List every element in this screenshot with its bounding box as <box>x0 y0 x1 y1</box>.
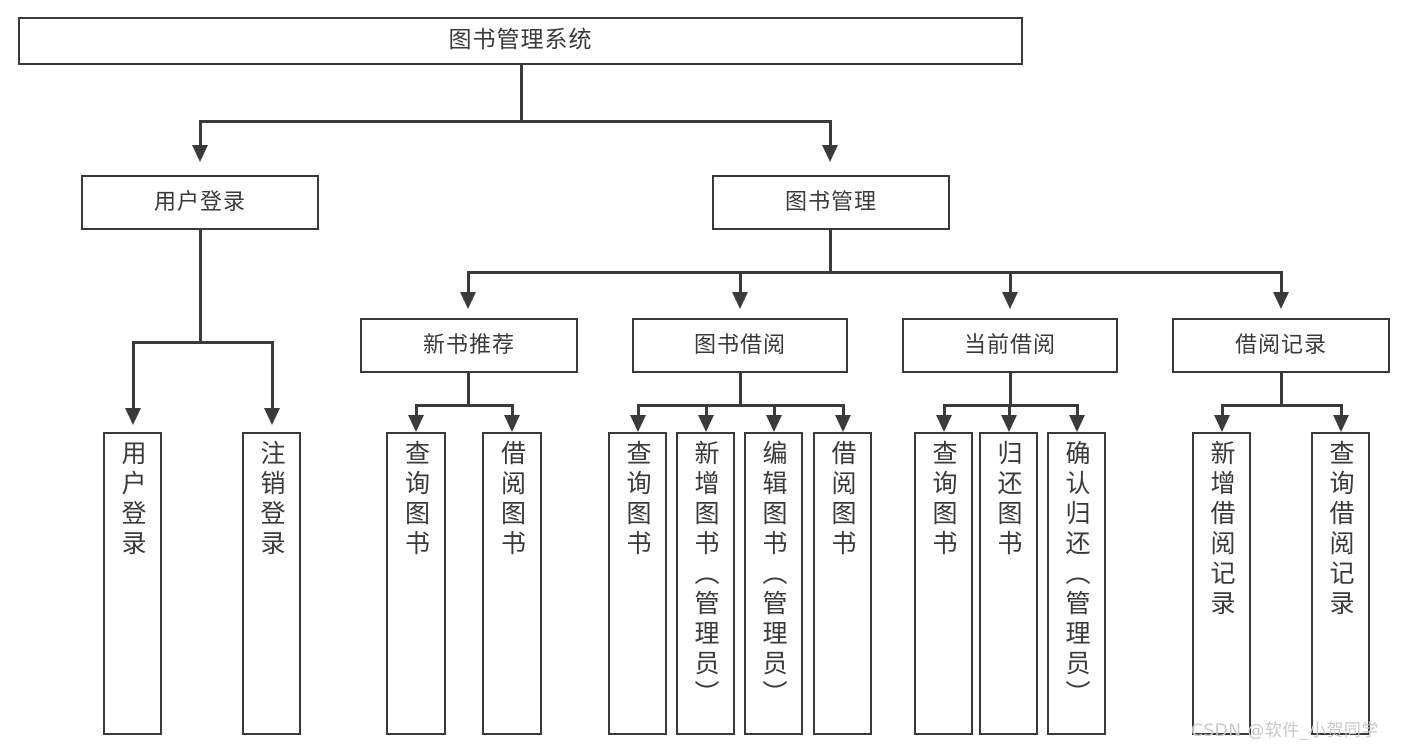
arrow-cb-leaf2 <box>1001 415 1017 432</box>
arrow-br-leaf2 <box>1333 415 1349 432</box>
arrow-bb-leaf4 <box>835 415 851 432</box>
connector-root-to-book-management <box>829 120 832 147</box>
arrow-bm-to-book-borrow <box>732 292 748 309</box>
arrow-cb-leaf1 <box>936 415 952 432</box>
node-label: 注销登录 <box>257 440 286 560</box>
node-label: 新增借阅记录 <box>1207 440 1236 620</box>
connector-root-to-user-login <box>199 120 202 147</box>
leaf-br-add-record[interactable]: 新增借阅记录 <box>1192 432 1251 735</box>
connector-br-bar <box>1221 404 1342 407</box>
node-user-login[interactable]: 用户登录 <box>81 175 319 230</box>
node-label: 查询图书 <box>929 440 958 560</box>
arrow-user-login-leaf1 <box>125 408 141 425</box>
connector-bb-leaf3 <box>773 404 776 416</box>
node-root-book-management-system[interactable]: 图书管理系统 <box>18 17 1023 65</box>
connector-nbr-stem <box>467 373 470 405</box>
connector-book-management-bar <box>467 271 1283 274</box>
connector-user-login-leaf1 <box>132 341 135 409</box>
connector-cb-stem <box>1009 373 1012 405</box>
connector-cb-leaf3 <box>1076 404 1079 416</box>
connector-cb-leaf1 <box>943 404 946 416</box>
node-label: 用户登录 <box>153 189 246 215</box>
node-label: 借阅记录 <box>1234 332 1327 358</box>
node-label: 图书借阅 <box>693 332 786 358</box>
arrow-user-login-leaf2 <box>264 408 280 425</box>
arrow-bm-to-new-book <box>460 292 476 309</box>
leaf-user-login-login[interactable]: 用户登录 <box>103 432 162 735</box>
node-label: 借阅图书 <box>828 440 857 560</box>
connector-user-login-bar <box>132 341 274 344</box>
connector-root-bar <box>199 120 831 123</box>
arrow-nbr-leaf2 <box>504 415 520 432</box>
node-current-borrow[interactable]: 当前借阅 <box>902 318 1118 373</box>
node-label: 新书推荐 <box>422 332 515 358</box>
node-label: 新增图书（管理员） <box>691 440 720 710</box>
leaf-user-login-logout[interactable]: 注销登录 <box>242 432 301 735</box>
node-label: 借阅图书 <box>497 440 527 560</box>
connector-nbr-leaf1 <box>415 404 418 416</box>
node-label: 用户登录 <box>118 440 147 560</box>
connector-bm-to-new-book <box>467 271 470 293</box>
node-label: 查询借阅记录 <box>1326 440 1355 620</box>
node-label: 归还图书 <box>994 440 1023 560</box>
connector-bb-leaf4 <box>842 404 845 416</box>
leaf-br-query-record[interactable]: 查询借阅记录 <box>1311 432 1370 735</box>
leaf-cb-confirm-return-admin[interactable]: 确认归还（管理员） <box>1047 432 1106 735</box>
leaf-bb-add-book-admin[interactable]: 新增图书（管理员） <box>676 432 735 735</box>
node-label: 查询图书 <box>623 440 652 560</box>
connector-root-stem <box>520 65 523 121</box>
connector-bb-stem <box>739 373 742 405</box>
connector-bb-leaf2 <box>705 404 708 416</box>
connector-bm-to-borrow-record <box>1280 271 1283 293</box>
node-label: 当前借阅 <box>963 332 1056 358</box>
connector-cb-leaf2 <box>1008 404 1011 416</box>
node-label: 编辑图书（管理员） <box>759 440 788 710</box>
leaf-nbr-borrow-book[interactable]: 借阅图书 <box>482 432 542 735</box>
arrow-br-leaf1 <box>1214 415 1230 432</box>
node-book-management[interactable]: 图书管理 <box>712 175 950 230</box>
connector-br-leaf2 <box>1340 404 1343 416</box>
connector-nbr-bar <box>415 404 513 407</box>
connector-bm-to-book-borrow <box>739 271 742 293</box>
node-label: 确认归还（管理员） <box>1062 440 1091 710</box>
leaf-cb-return-book[interactable]: 归还图书 <box>979 432 1038 735</box>
node-label: 查询图书 <box>401 440 431 560</box>
arrow-cb-leaf3 <box>1069 415 1085 432</box>
leaf-bb-borrow-book[interactable]: 借阅图书 <box>813 432 872 735</box>
connector-br-stem <box>1280 373 1283 405</box>
node-book-borrow[interactable]: 图书借阅 <box>632 318 848 373</box>
csdn-watermark: CSDN @软件_小贺同学 <box>1191 721 1379 741</box>
leaf-bb-edit-book-admin[interactable]: 编辑图书（管理员） <box>744 432 803 735</box>
connector-user-login-leaf2 <box>271 341 274 409</box>
arrow-bb-leaf1 <box>630 415 646 432</box>
node-label: 图书管理系统 <box>448 27 593 54</box>
arrow-root-to-book-management <box>822 145 838 162</box>
arrow-nbr-leaf1 <box>408 415 424 432</box>
node-label: 图书管理 <box>784 189 877 215</box>
connector-nbr-leaf2 <box>511 404 514 416</box>
connector-bm-to-current-borrow <box>1009 271 1012 293</box>
connector-user-login-stem <box>199 230 202 342</box>
arrow-bm-to-current-borrow <box>1002 292 1018 309</box>
arrow-bb-leaf2 <box>698 415 714 432</box>
connector-bb-bar <box>637 404 845 407</box>
connector-br-leaf1 <box>1221 404 1224 416</box>
leaf-nbr-query-book[interactable]: 查询图书 <box>386 432 446 735</box>
arrow-bm-to-borrow-record <box>1273 292 1289 309</box>
arrow-bb-leaf3 <box>766 415 782 432</box>
connector-bb-leaf1 <box>637 404 640 416</box>
arrow-root-to-user-login <box>192 145 208 162</box>
node-new-book-recommend[interactable]: 新书推荐 <box>360 318 578 373</box>
leaf-bb-query-book[interactable]: 查询图书 <box>608 432 667 735</box>
node-borrow-record[interactable]: 借阅记录 <box>1172 318 1390 373</box>
connector-book-management-stem <box>829 230 832 272</box>
leaf-cb-query-book[interactable]: 查询图书 <box>914 432 973 735</box>
